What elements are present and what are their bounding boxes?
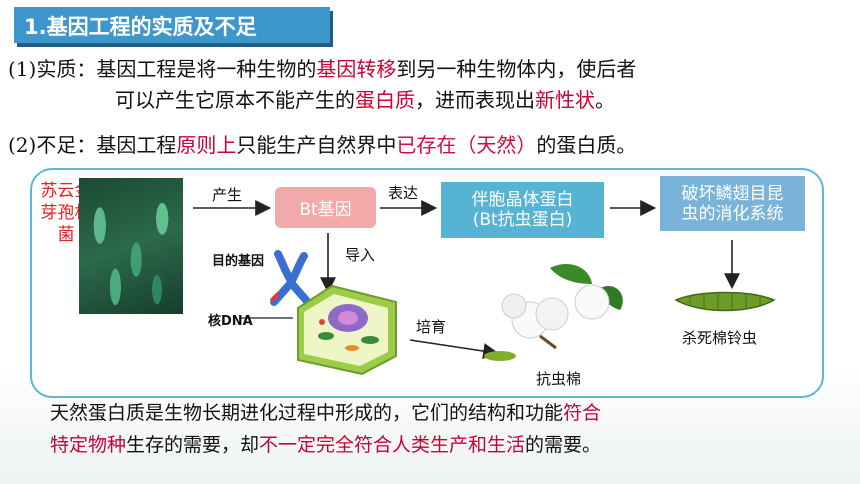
bt-gene-box: Bt基因 [275,187,376,228]
bottom-line-1: 天然蛋白质是生物长期进化过程中形成的，它们的结构和功能符合 [50,402,602,424]
shortcoming-label: (2)不足： [8,133,97,157]
essence-line-2: 可以产生它原本不能产生的蛋白质，进而表现出新性状。 [115,88,615,112]
chromosome-icon [270,250,310,306]
express-label: 表达 [388,184,419,202]
bacteria-label: 苏云金 芽孢杆 菌 [40,181,92,245]
essence-line-1: (1)实质：基因工程是将一种生物的基因转移到另一种生物体内，使后者 [8,57,637,81]
essence-label: (1)实质： [8,57,97,81]
cotton-image [484,263,623,361]
nuclear-dna-label: 核DNA [208,314,253,329]
shortcoming-line: (2)不足：基因工程原则上只能生产自然界中已存在（天然）的蛋白质。 [8,133,637,157]
cotton-label: 抗虫棉 [536,370,582,388]
bt-protein-box: 伴胞晶体蛋白 (Bt抗虫蛋白) [441,182,604,238]
target-gene-label: 目的基因 [212,254,265,269]
import-label: 导入 [345,246,376,264]
digestive-system-box: 破坏鳞翅目昆 虫的消化系统 [660,176,805,231]
cultivate-label: 培育 [416,318,447,336]
plant-cell-image [297,284,397,376]
bottom-line-2: 特定物种生存的需要，却不一定完全符合人类生产和生活的需要。 [50,434,602,456]
bacteria-image [79,178,183,314]
produce-label: 产生 [212,186,243,204]
caterpillar-image [674,291,776,312]
kill-bollworm-label: 杀死棉铃虫 [682,329,758,347]
page-title: 1.基因工程的实质及不足 [24,15,257,39]
title-banner [14,7,330,43]
